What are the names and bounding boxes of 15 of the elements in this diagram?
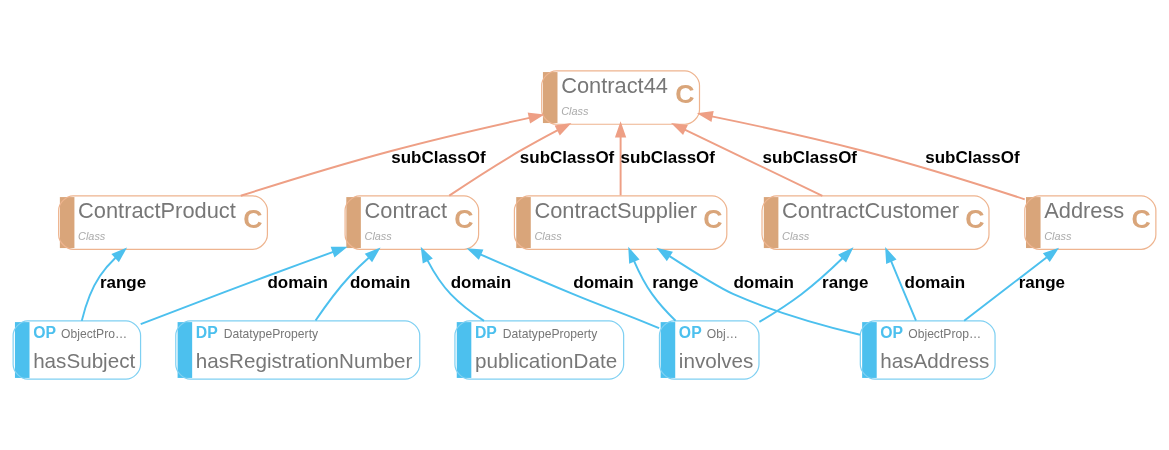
edge-label: subClassOf <box>762 148 858 168</box>
edge-label: subClassOf <box>620 148 715 168</box>
edge-label: subClassOf <box>925 148 1020 168</box>
edge-label: subClassOf <box>519 148 615 168</box>
edge-label: domain <box>733 273 794 293</box>
edge-label: domain <box>573 273 634 293</box>
edge-label: range <box>652 273 699 293</box>
edge-label: subClassOf <box>391 148 486 168</box>
edge-label: range <box>1018 273 1065 293</box>
edge-label: domain <box>267 273 328 293</box>
edge-label: domain <box>904 273 966 293</box>
edge-label: domain <box>349 273 411 293</box>
edge-label: domain <box>450 273 512 293</box>
edge-label: range <box>99 273 147 293</box>
edge-label: range <box>822 273 869 293</box>
